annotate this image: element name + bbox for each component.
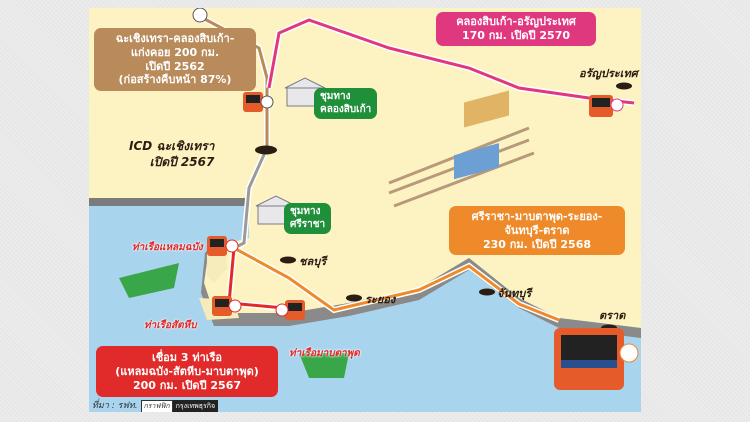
place-label-chanthaburi: จันทบุรี — [497, 287, 532, 300]
route-text: 230 กม. เปิดปี 2568 — [482, 237, 592, 251]
port-label-laem-chabang: ท่าเรือแหลมฉบัง — [132, 242, 203, 253]
port-label-map-ta-phut: ท่าเรือมาบตาพุด — [289, 348, 360, 359]
route-text: เปิดปี 2562 — [145, 59, 205, 73]
route-text: 200 กม. เปิดปี 2567 — [132, 378, 242, 392]
graphic-tag: กราฟฟิก — [140, 400, 173, 412]
route-text: 170 กม. เปิดปี 2570 — [461, 28, 571, 42]
route-box-chachoengsao-kaengkhoi: ฉะเชิงเทรา-คลองสิบเก้า- แก่งคอย 200 กม. … — [94, 28, 256, 91]
publisher-tag: กรุงเทพธุรกิจ — [172, 400, 219, 412]
route-text: เชื่อม 3 ท่าเรือ — [151, 351, 223, 364]
route-text: จันทบุรี-ตราด — [504, 223, 570, 237]
place-text: ICD ฉะเชิงเทรา — [129, 139, 215, 153]
route-text: (แหลมฉบัง-สัตหีบ-มาบตาพุด) — [115, 364, 259, 378]
source-credit: ที่มา : รฟท. กราฟฟิกกรุงเทพธุรกิจ — [92, 398, 219, 412]
depot-label-khlongsipkao: ชุมทาง คลองสิบเก้า — [314, 88, 378, 119]
route-text: ศรีราชา-มาบตาพุด-ระยอง- — [471, 210, 603, 223]
route-text: คลองสิบเก้า-อรัญประเทศ — [456, 15, 576, 28]
place-text: เปิดปี 2567 — [149, 155, 215, 170]
depot-text: คลองสิบเก้า — [320, 103, 372, 115]
route-text: (ก่อสร้างคืบหน้า 87%) — [118, 73, 232, 87]
depot-text: ชุมทาง — [320, 91, 351, 102]
route-box-three-ports: เชื่อม 3 ท่าเรือ (แหลมฉบัง-สัตหีบ-มาบตาพ… — [96, 346, 278, 398]
depot-text: ศรีราชา — [290, 218, 326, 230]
route-box-khlongsipkao-aranyaprathet: คลองสิบเก้า-อรัญประเทศ 170 กม. เปิดปี 25… — [436, 12, 596, 46]
place-label-icd-chachoengsao: ICD ฉะเชิงเทรา เปิดปี 2567 — [129, 138, 214, 170]
place-label-chonburi: ชลบุรี — [299, 255, 327, 268]
place-label-aranyaprathet: อรัญประเทศ — [579, 67, 638, 80]
route-text: ฉะเชิงเทรา-คลองสิบเก้า- — [115, 32, 235, 45]
place-label-rayong: ระยอง — [365, 293, 396, 306]
rail-map-infographic: ฉะเชิงเทรา-คลองสิบเก้า- แก่งคอย 200 กม. … — [89, 8, 641, 412]
route-box-sriracha-trat: ศรีราชา-มาบตาพุด-ระยอง- จันทบุรี-ตราด 23… — [449, 206, 625, 256]
depot-text: ชุมทาง — [290, 206, 321, 217]
place-label-trat: ตราด — [599, 309, 626, 322]
route-text: แก่งคอย 200 กม. — [130, 45, 220, 59]
depot-label-sriracha: ชุมทาง ศรีราชา — [284, 203, 332, 234]
port-label-sattahip: ท่าเรือสัตหีบ — [144, 320, 197, 331]
source-text: ที่มา : รฟท. — [92, 401, 138, 411]
